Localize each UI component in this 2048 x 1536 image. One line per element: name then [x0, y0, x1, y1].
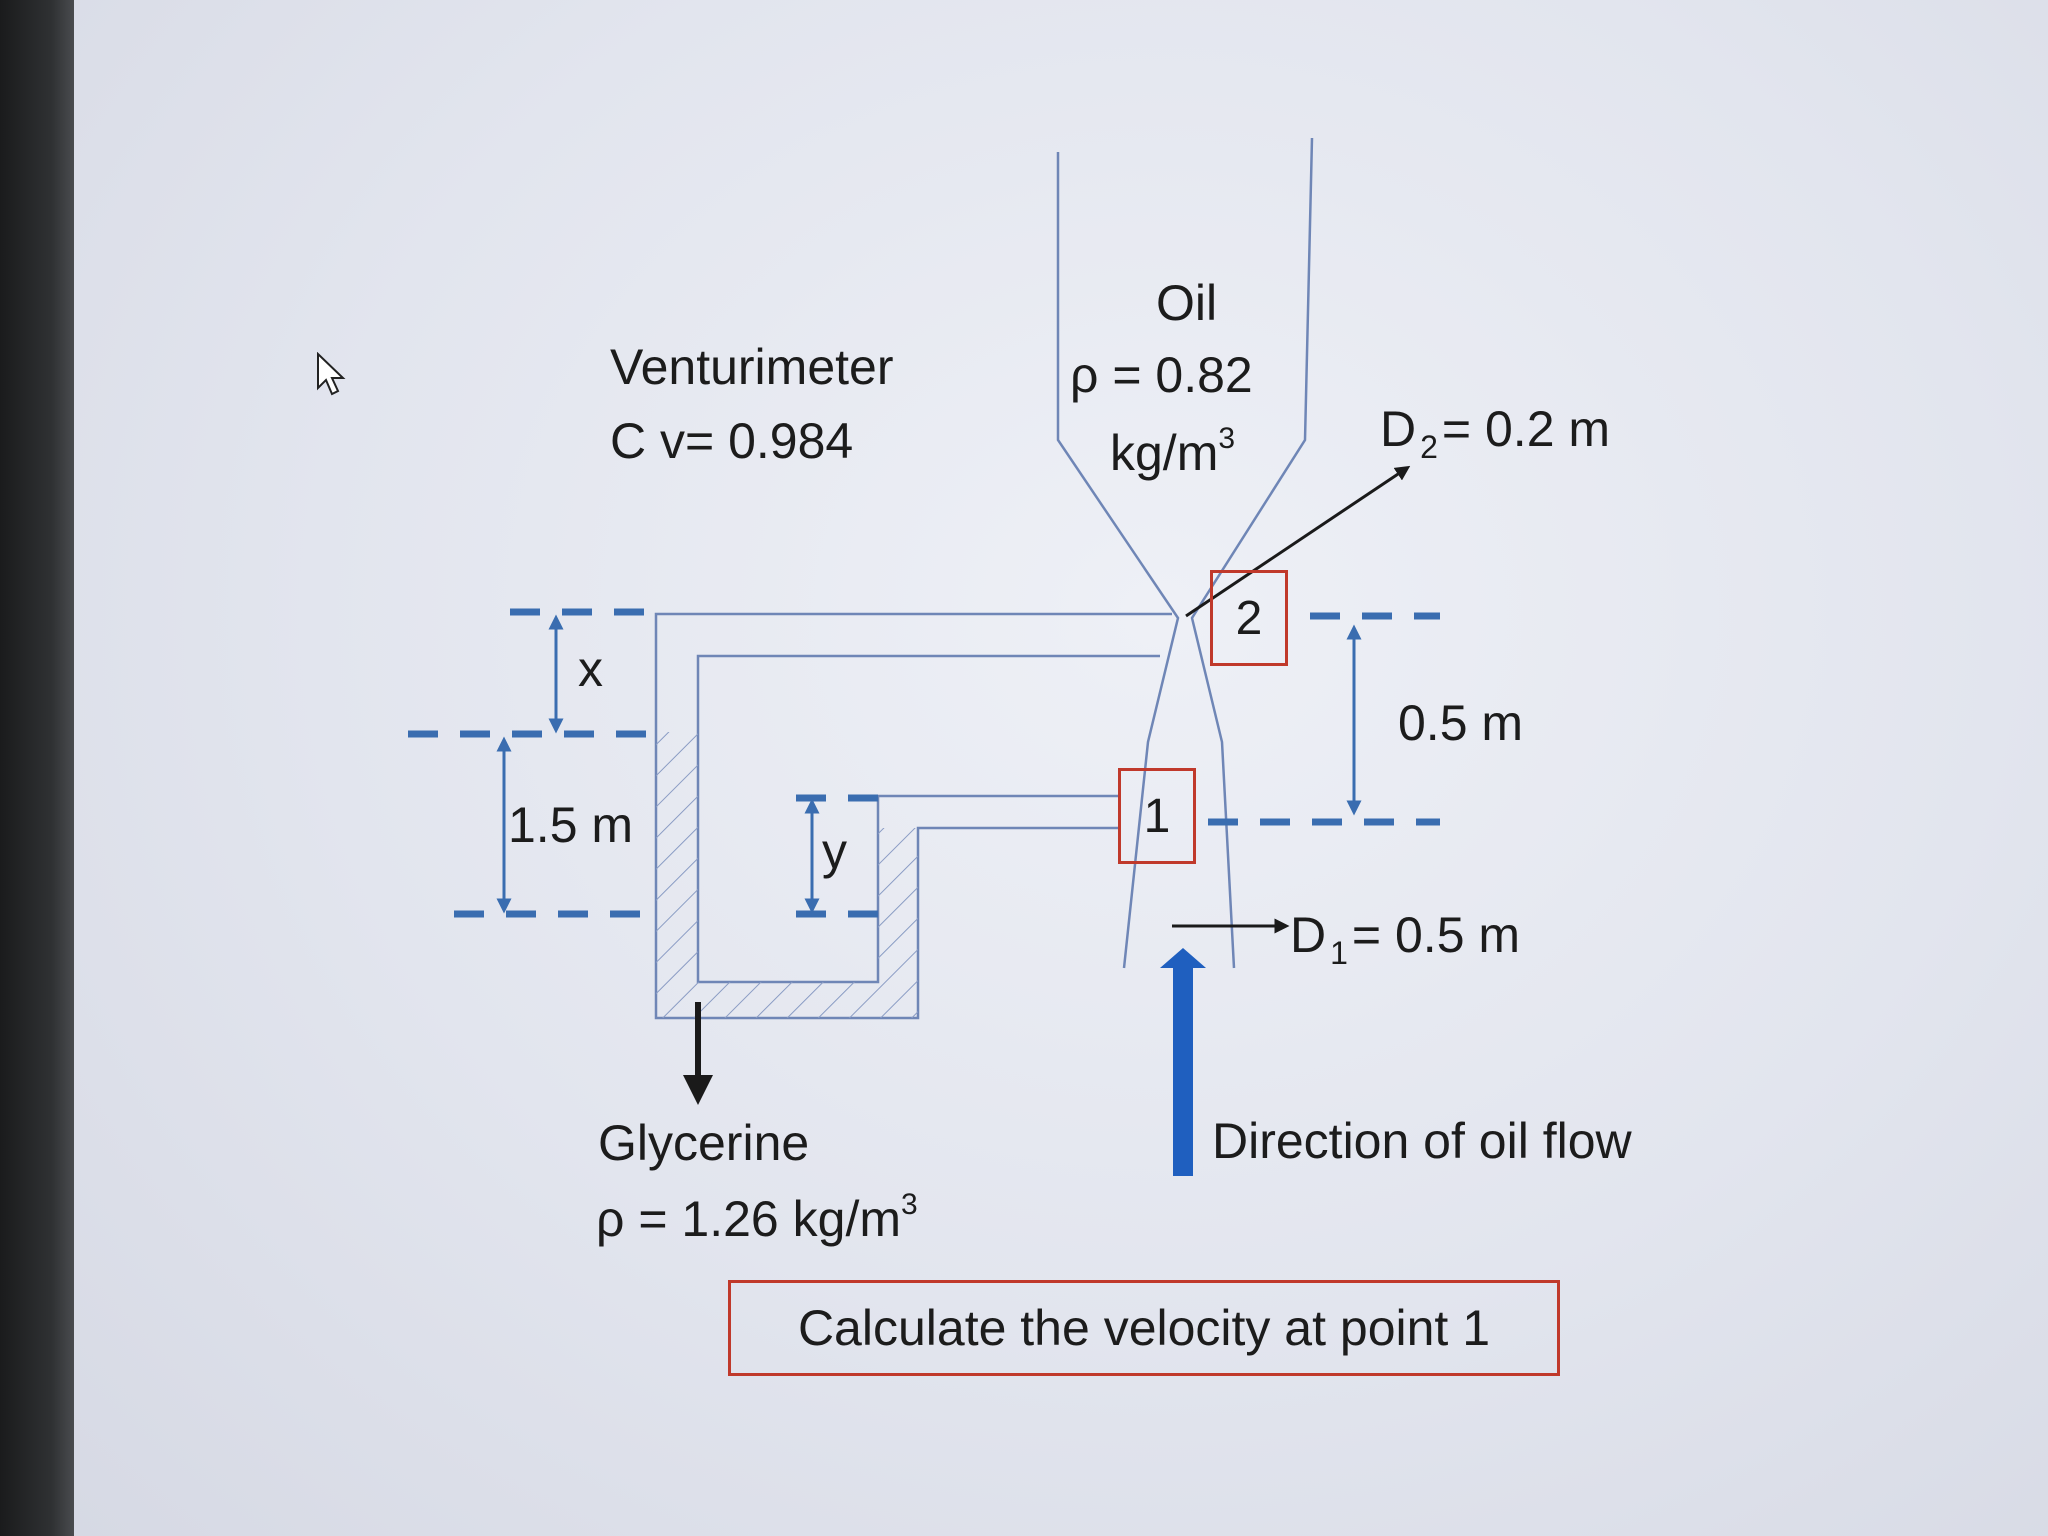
y-label: y [822, 823, 847, 879]
point-2-box: 2 [1210, 570, 1288, 666]
venturi-left-wall [1056, 152, 1180, 969]
oil-density: ρ = 0.82 [1070, 347, 1253, 403]
x-label: x [578, 641, 603, 697]
glycerine-label: Glycerine [598, 1115, 810, 1171]
glycerine-density: ρ = 1.26 kg/m3 [596, 1188, 918, 1247]
question-box: Calculate the velocity at point 1 [728, 1280, 1560, 1376]
venturimeter-title: Venturimeter [610, 339, 894, 395]
flow-direction-arrowhead [1160, 948, 1206, 968]
d2-leader-arrow [1185, 465, 1411, 618]
manometer-inner [696, 654, 1160, 984]
cv-value: C v= 0.984 [610, 413, 854, 469]
oil-label: Oil [1156, 275, 1218, 331]
question-text: Calculate the velocity at point 1 [797, 1300, 1491, 1356]
manometer-hatch [656, 732, 918, 1018]
monitor-bezel [0, 0, 74, 1536]
oil-density-unit: kg/m3 [1110, 422, 1236, 481]
mouse-cursor-icon [317, 352, 346, 396]
flow-direction-label: Direction of oil flow [1212, 1113, 1632, 1169]
dimension-arrows [496, 614, 1362, 914]
distance-05-label: 0.5 m [1398, 695, 1524, 751]
venturi-tube [1056, 137, 1314, 969]
venturi-right-wall [1190, 137, 1314, 969]
height-15-label: 1.5 m [508, 797, 634, 853]
reference-lines [408, 608, 1440, 918]
point-1-box: 1 [1118, 768, 1196, 864]
